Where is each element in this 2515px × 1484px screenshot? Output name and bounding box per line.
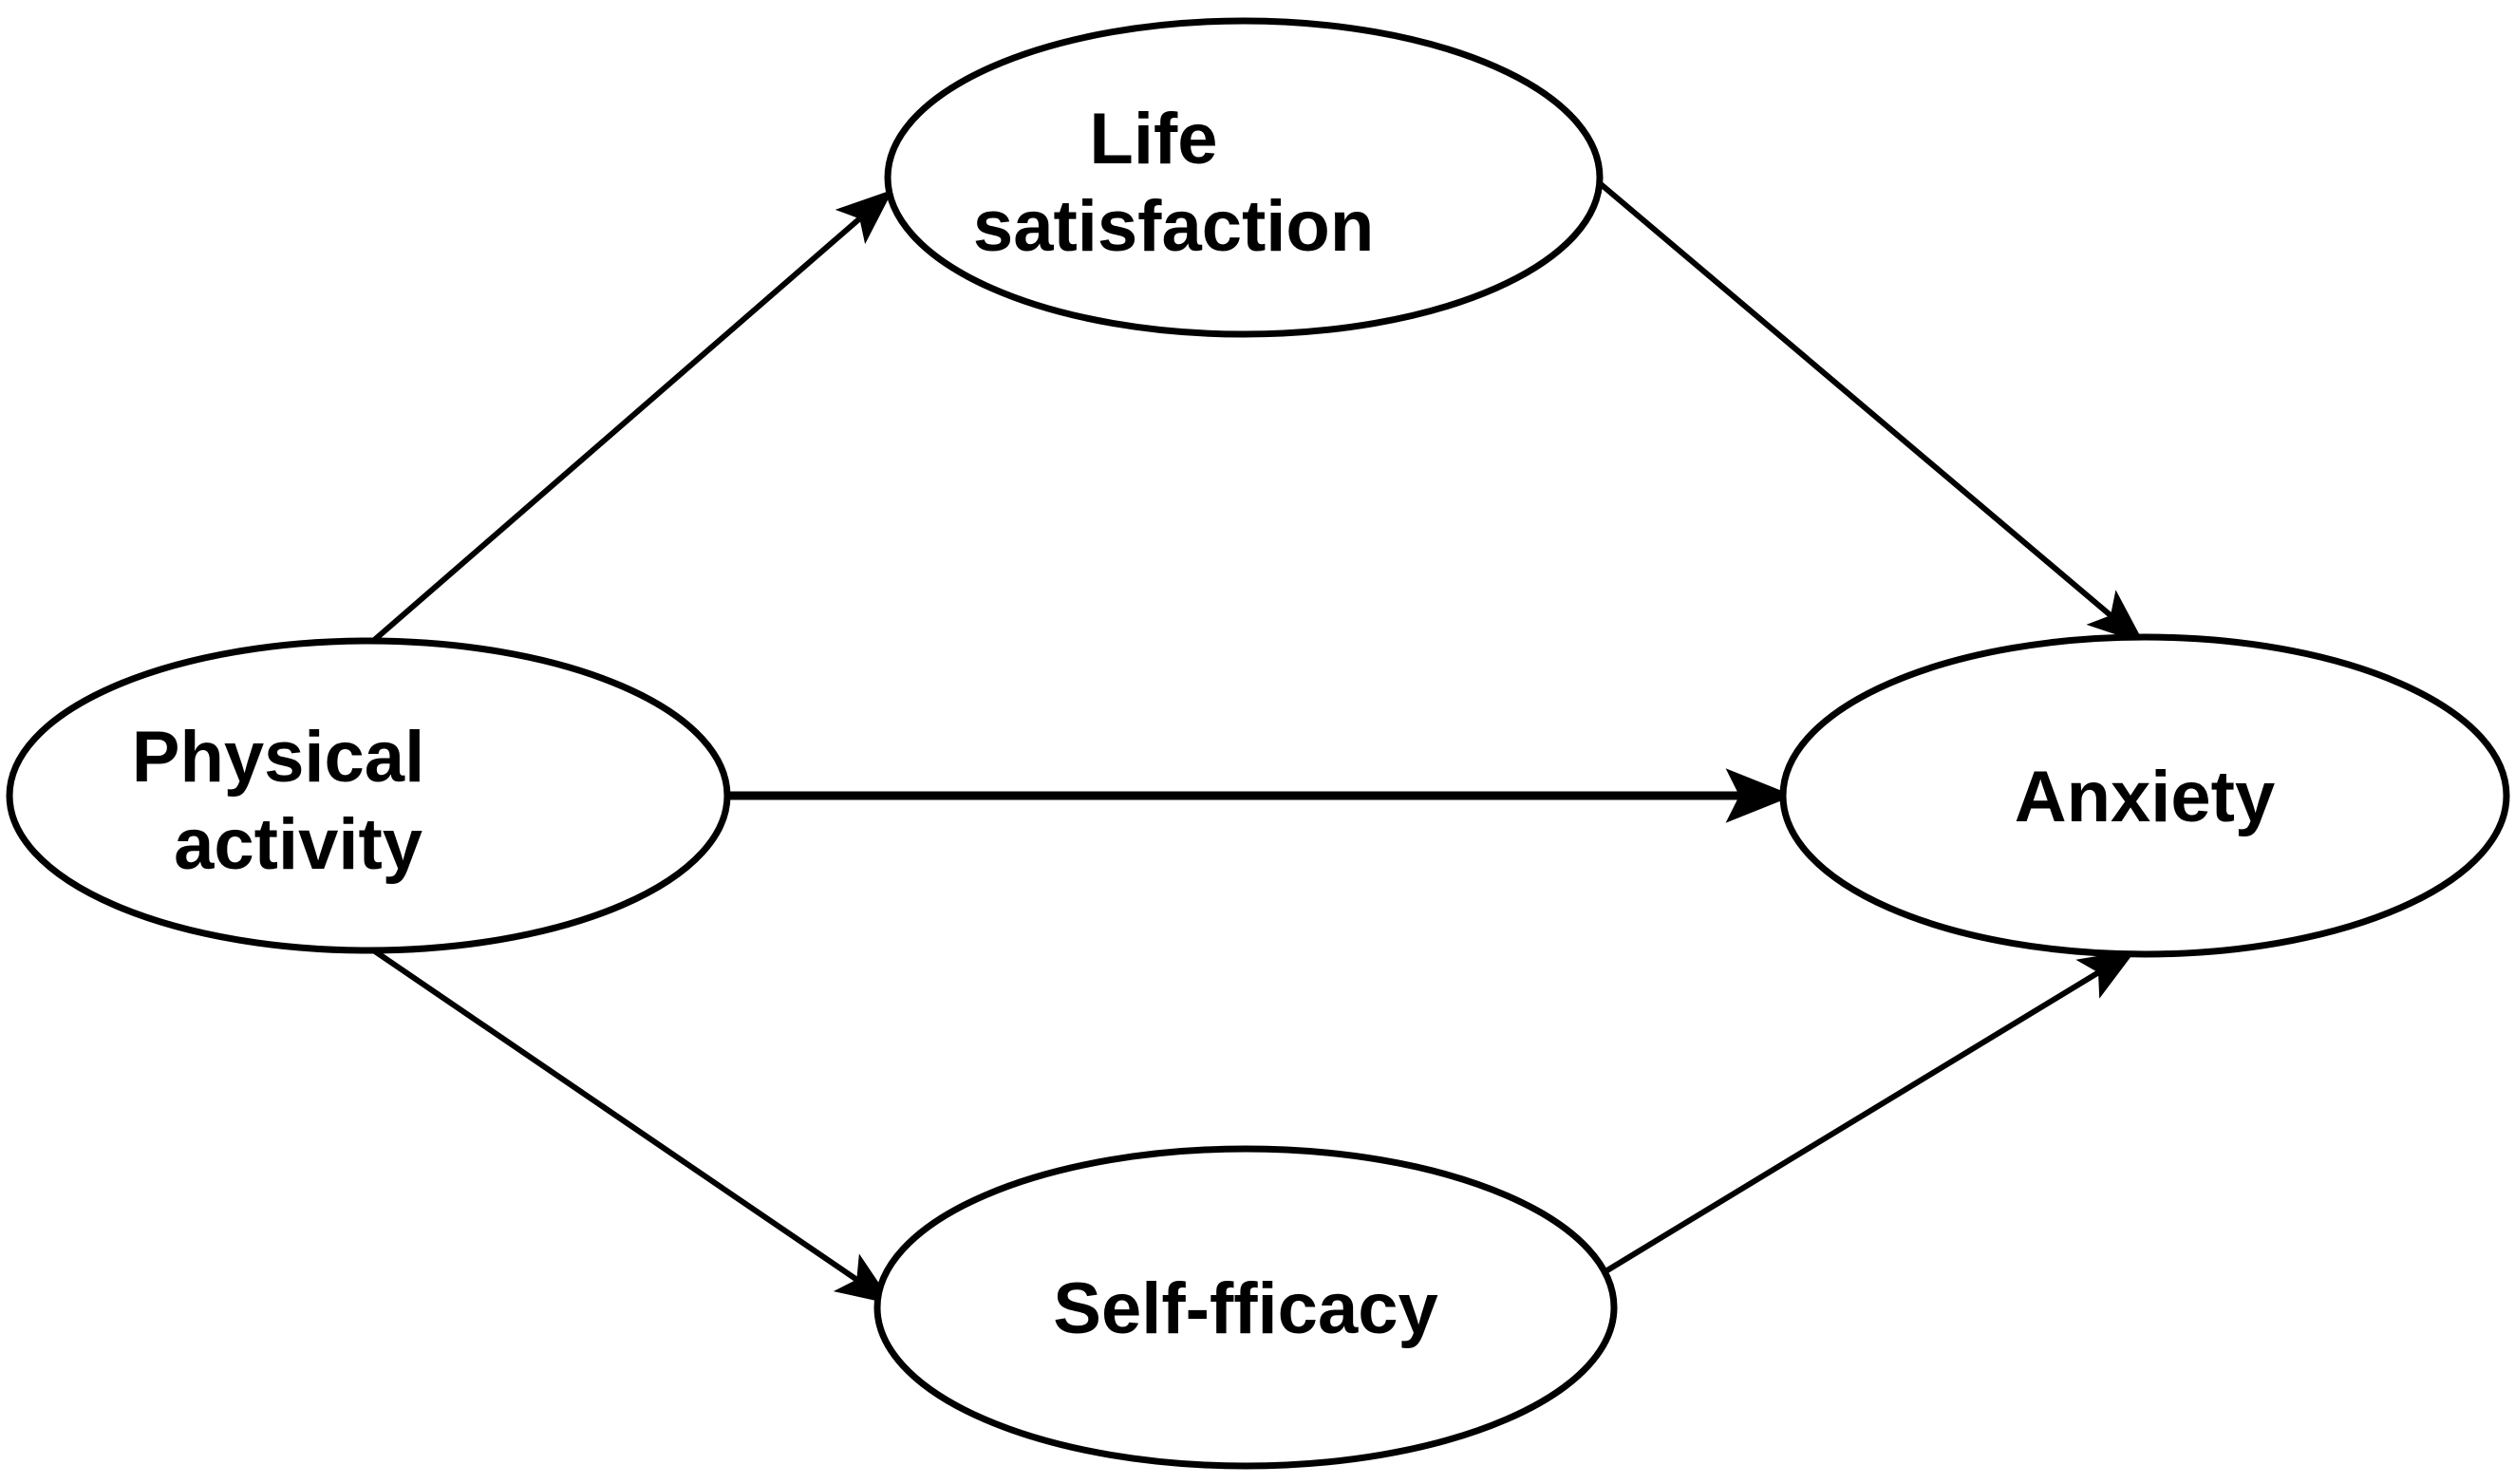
- node-physical-activity-ellipse: [6, 637, 731, 954]
- node-anxiety[interactable]: Anxiety: [1779, 633, 2510, 958]
- edge-physical-activity-to-self-fficacy: [370, 947, 893, 1306]
- node-physical-activity-label-line1: Physical: [132, 717, 424, 798]
- edge-self-fficacy-to-anxiety: [1596, 949, 2137, 1279]
- node-physical-activity[interactable]: Physical activity: [6, 637, 731, 954]
- node-anxiety-label: Anxiety: [2015, 757, 2276, 837]
- node-physical-activity-label: Physical activity: [132, 717, 605, 885]
- node-life-satisfaction-label-line1: Life: [1089, 99, 1217, 179]
- node-anxiety-ellipse: [1779, 633, 2510, 958]
- node-self-fficacy-label: Self-fficacy: [1053, 1268, 1438, 1349]
- node-physical-activity-label-line2: activity: [174, 804, 422, 885]
- edge-physical-activity-to-life-satisfaction: [370, 189, 893, 645]
- node-self-fficacy-ellipse: [873, 1145, 1618, 1470]
- edge-group: [370, 176, 2145, 1306]
- node-life-satisfaction-ellipse: [884, 17, 1604, 338]
- node-self-fficacy[interactable]: Self-fficacy: [873, 1145, 1618, 1470]
- node-life-satisfaction-label-line2: satisfaction: [973, 186, 1374, 267]
- node-life-satisfaction[interactable]: Life satisfaction: [884, 17, 1604, 338]
- node-life-satisfaction-label: Life satisfaction: [973, 99, 1514, 267]
- edge-life-satisfaction-to-anxiety: [1592, 176, 2145, 645]
